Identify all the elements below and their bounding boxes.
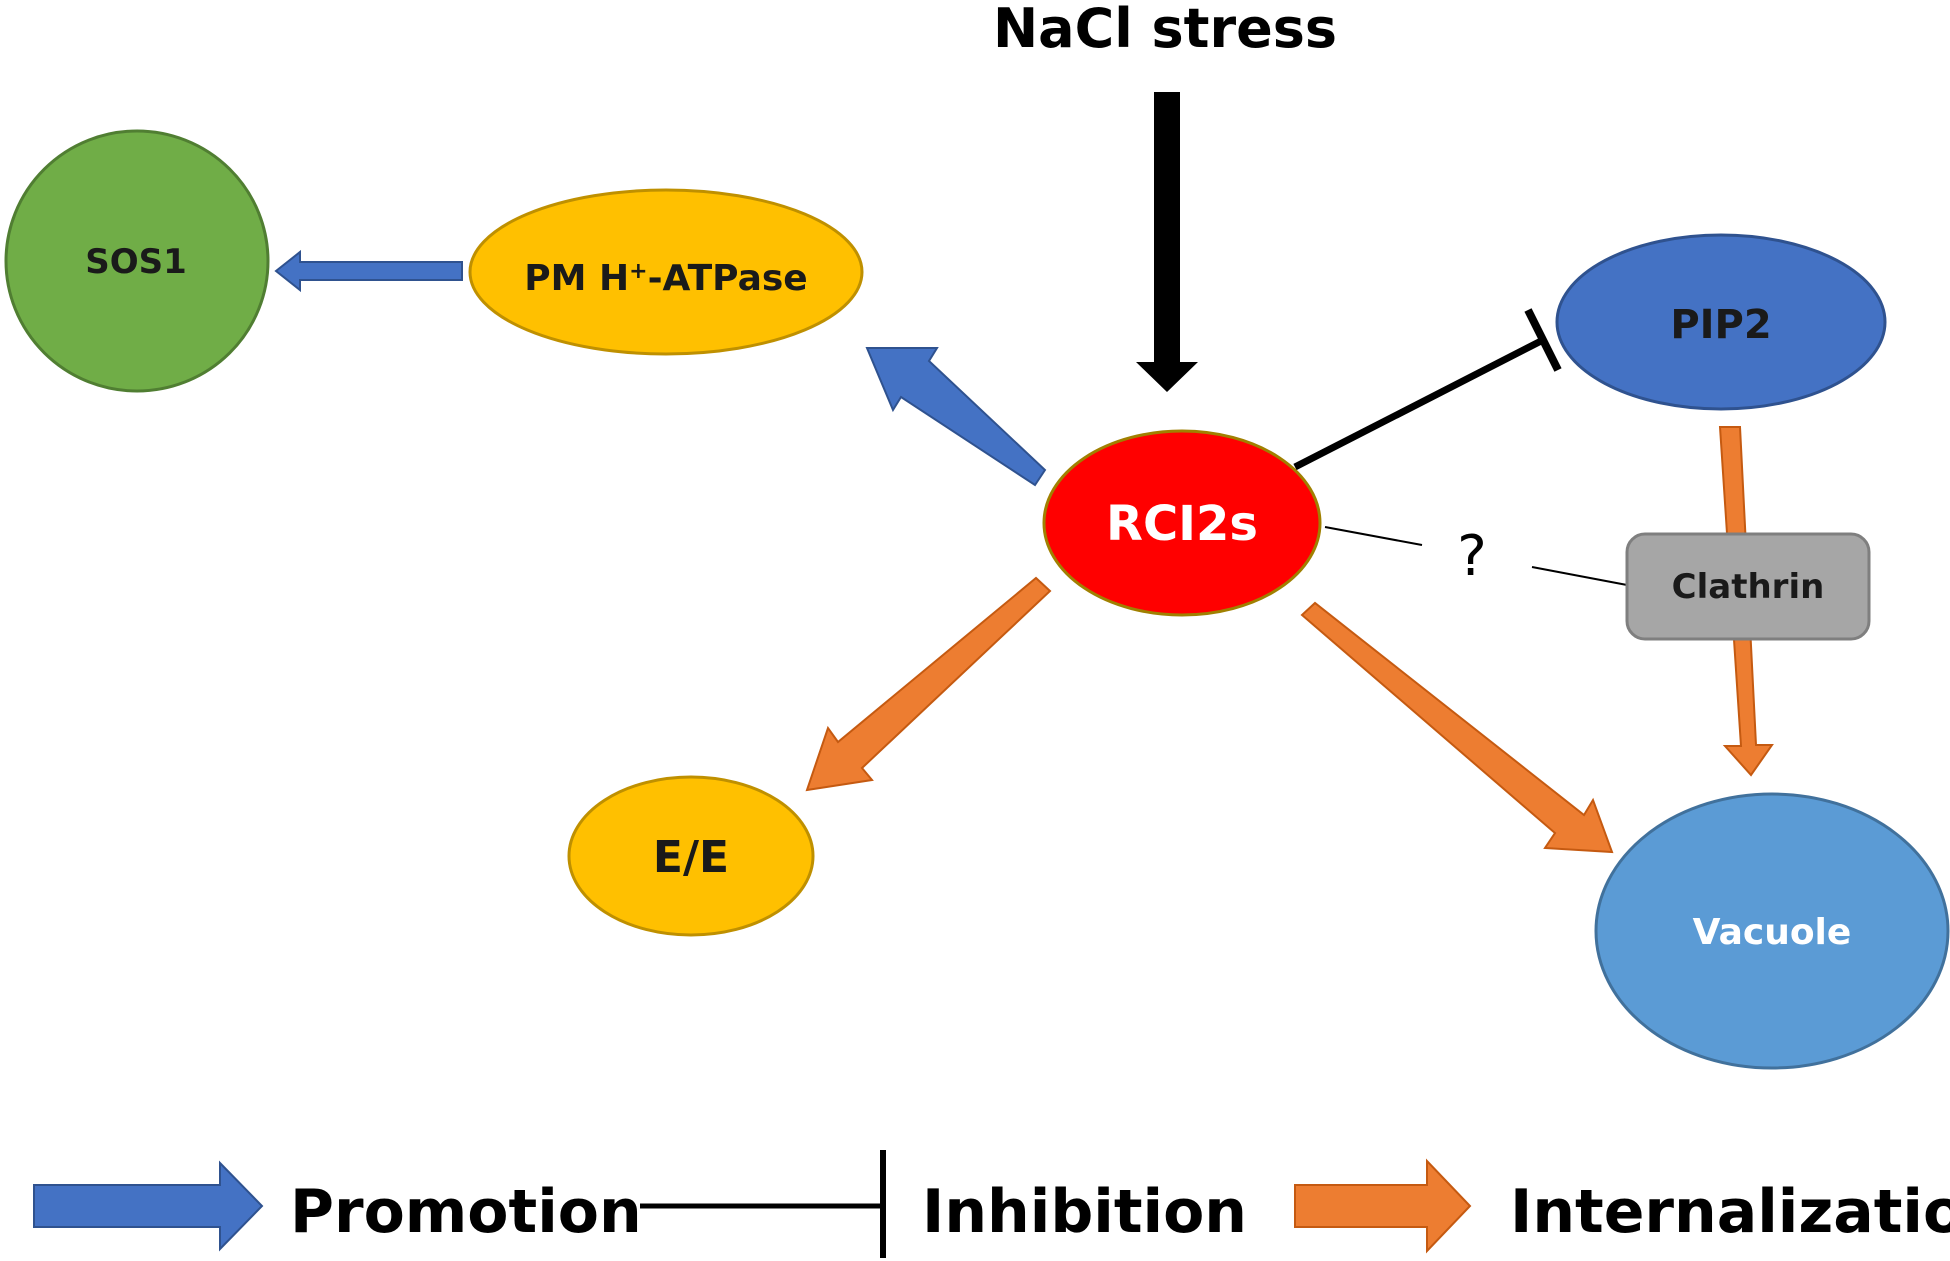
legend: Promotion Inhibition Internalization [33,1150,1950,1258]
stress-arrow [1136,92,1198,392]
legend-internalization-label: Internalization [1510,1177,1950,1247]
sos1-node [4,129,270,393]
legend-promotion-label: Promotion [290,1177,642,1247]
legend-inhibition-label: Inhibition [922,1177,1247,1247]
rci2s-node [1042,429,1322,617]
pm-h-atpase-node [468,188,864,356]
unknown-link-line-right [1531,566,1628,586]
rci2s-label: RCI2s [1106,496,1258,552]
pm-h-atpase-label-rest: -ATPase [648,258,808,299]
legend-promotion-arrow [33,1160,264,1252]
promotion-arrow-rci2s-to-atpase [865,347,1047,487]
unknown-link-label: ? [1457,524,1487,589]
inhibition-line-rci2s-to-pip2 [1293,336,1545,471]
vacuole-label: Vacuole [1693,912,1852,953]
unknown-link-line-left [1324,526,1423,546]
nacl-stress-label: NaCl stress [993,0,1337,60]
vacuole-node [1594,792,1950,1070]
inhibition-bar-pip2 [1524,308,1562,372]
internalization-arrow-rci2s-to-vacuole [1300,601,1614,854]
legend-internalization-arrow [1294,1158,1472,1254]
pm-h-atpase-label-sup: + [629,259,647,284]
clathrin-label: Clathrin [1672,567,1825,607]
pip2-label: PIP2 [1670,302,1771,348]
pm-h-atpase-label-main: PM H [524,258,629,299]
ee-node [567,775,815,937]
clathrin-node [1625,532,1871,641]
sos1-label: SOS1 [85,242,187,282]
promotion-arrow-atpase-to-sos1 [274,249,463,293]
internalization-arrow-rci2s-to-ee [805,576,1052,792]
pip2-node [1555,233,1887,411]
pm-h-atpase-label: PM H+-ATPase [524,258,807,299]
ee-label: E/E [653,832,729,883]
